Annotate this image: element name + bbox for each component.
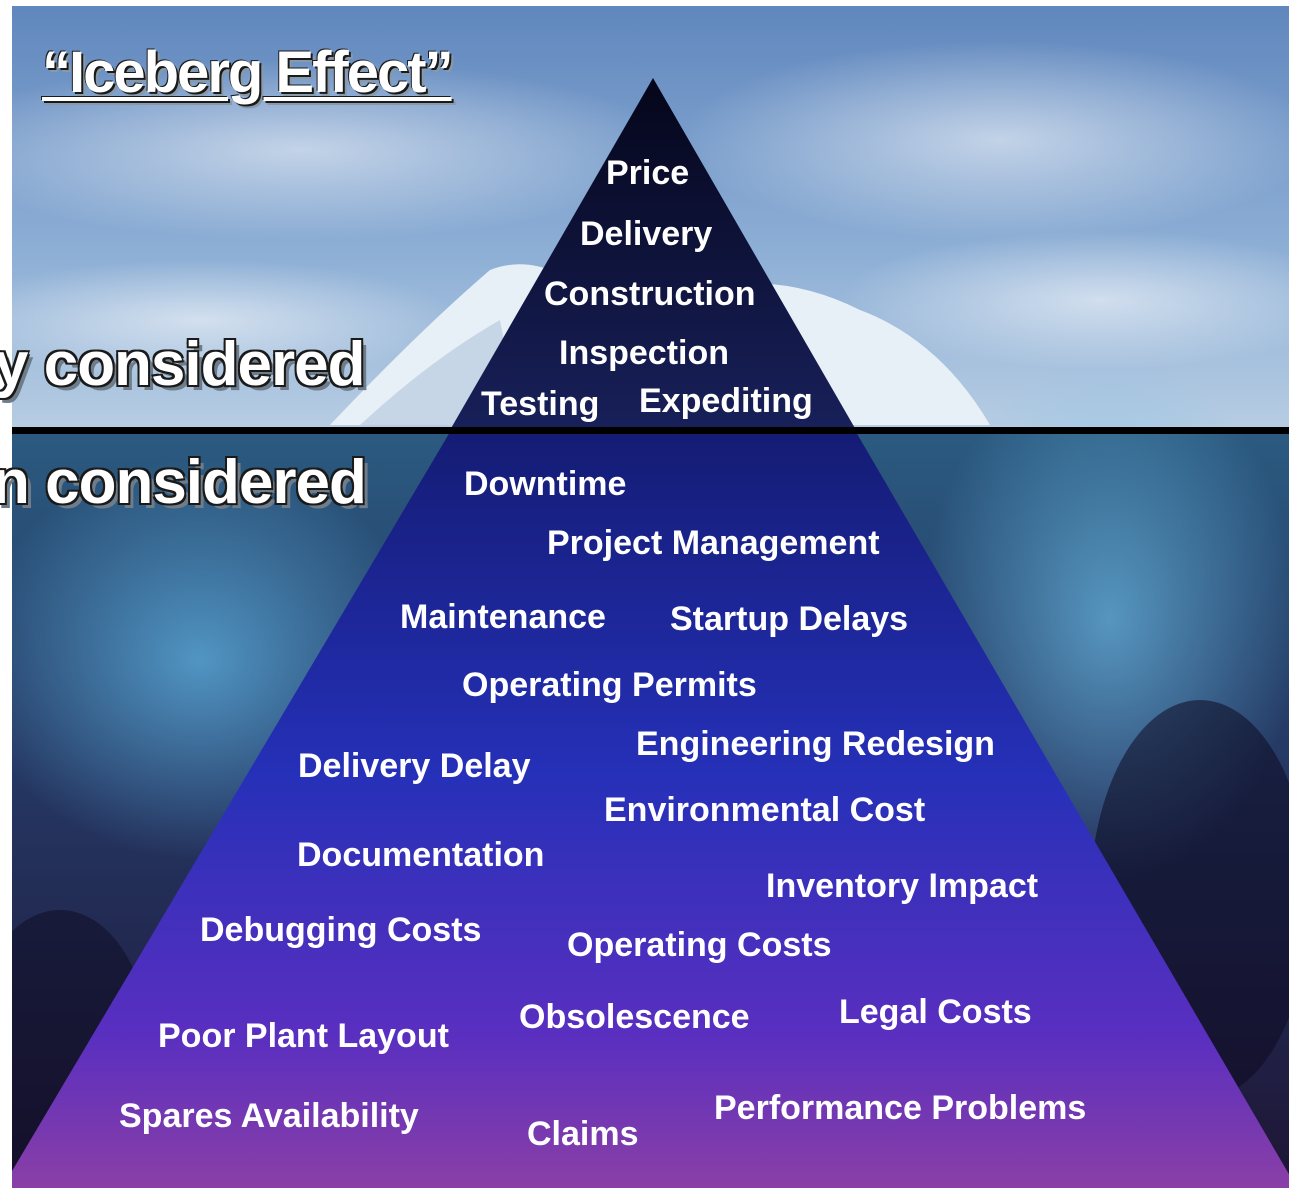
cost-item: Testing — [481, 385, 600, 423]
label-above-waterline: y considered — [0, 330, 365, 399]
hidden-cost-item: Debugging Costs — [200, 911, 482, 949]
cost-item: Construction — [544, 275, 756, 313]
hidden-cost-item: Environmental Cost — [604, 791, 926, 829]
pyramid-hidden-section — [2, 432, 1297, 1188]
pyramid-visible-section — [450, 78, 856, 430]
cost-item: Price — [606, 154, 690, 192]
hidden-cost-item: Startup Delays — [670, 600, 909, 638]
hidden-cost-item: Project Management — [547, 524, 880, 562]
slide-edge — [0, 0, 12, 1188]
slide-title: “Iceberg Effect” — [42, 40, 454, 105]
label-below-waterline: n considered — [0, 448, 367, 517]
hidden-cost-item: Poor Plant Layout — [158, 1017, 449, 1055]
cloud — [840, 230, 1299, 370]
hidden-cost-item: Engineering Redesign — [636, 725, 995, 763]
hidden-cost-item: Inventory Impact — [766, 867, 1039, 905]
slide-edge — [0, 0, 1299, 6]
hidden-cost-item: Maintenance — [400, 598, 606, 636]
slide-edge — [1289, 0, 1299, 1188]
hidden-cost-item: Documentation — [297, 836, 545, 874]
hidden-cost-item: Operating Permits — [462, 666, 757, 704]
cloud — [680, 40, 1299, 240]
hidden-cost-item: Obsolescence — [519, 998, 750, 1036]
hidden-cost-item: Claims — [527, 1115, 639, 1153]
waterline — [0, 427, 1299, 434]
hidden-cost-item: Legal Costs — [839, 993, 1032, 1031]
cloud — [0, 260, 460, 380]
hidden-cost-item: Spares Availability — [119, 1097, 419, 1135]
hidden-cost-item: Downtime — [464, 465, 627, 503]
cloud — [0, 60, 680, 240]
hidden-cost-item: Operating Costs — [567, 926, 832, 964]
cost-item: Inspection — [559, 334, 730, 372]
cost-item: Delivery — [580, 215, 713, 253]
hidden-cost-item: Delivery Delay — [298, 747, 531, 785]
cost-item: Expediting — [639, 382, 813, 420]
hidden-cost-item: Performance Problems — [714, 1089, 1087, 1127]
